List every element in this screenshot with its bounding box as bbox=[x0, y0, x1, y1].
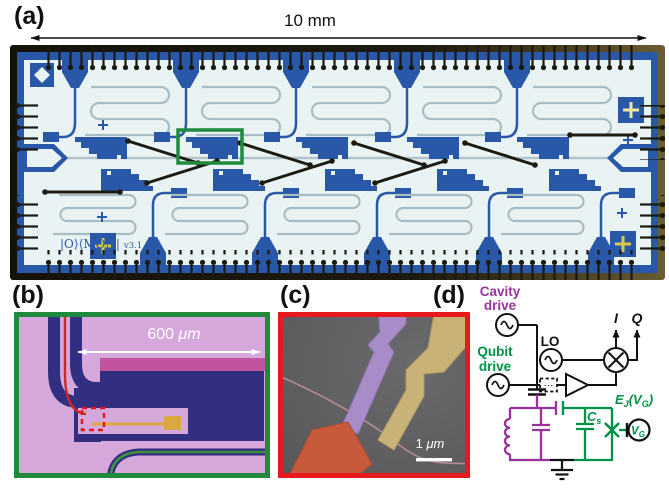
voltage-source-icon: VG bbox=[625, 418, 651, 442]
scale-bar-10mm: 10 mm bbox=[30, 11, 647, 41]
capacitor-icon bbox=[528, 388, 546, 396]
red-dashed-box bbox=[80, 406, 106, 432]
chip-photo: |O⟩⟨MON|v3.1 bbox=[10, 45, 665, 280]
lead-electrode-gold bbox=[377, 312, 470, 451]
chip-substrate bbox=[24, 60, 651, 265]
resonator-cells-bottom bbox=[51, 169, 635, 266]
ej-close: ) bbox=[647, 392, 653, 407]
ej-subscript: J bbox=[624, 399, 630, 409]
qubit-circuit bbox=[561, 401, 626, 462]
lc-resonator bbox=[503, 394, 558, 462]
wiring-black bbox=[509, 324, 617, 389]
crossover-bond-wires bbox=[42, 132, 638, 195]
inductor-icon bbox=[503, 417, 511, 456]
capacitor-icon bbox=[576, 422, 594, 431]
attenuator-icon: ⋯ bbox=[539, 377, 558, 393]
cavity-drive-label: Cavity bbox=[480, 284, 521, 299]
scale-unit: μm bbox=[178, 326, 201, 343]
lo-source-icon bbox=[539, 348, 563, 372]
scale-bar-1um bbox=[416, 458, 452, 462]
ac-source-icon bbox=[486, 373, 510, 397]
vg-subscript: G bbox=[639, 430, 645, 439]
red-border bbox=[278, 312, 470, 478]
chip-version: v3.1 bbox=[123, 241, 142, 251]
panel-a-label: (a) bbox=[14, 2, 45, 30]
green-highlight-box bbox=[176, 128, 244, 165]
capacitor-icon bbox=[532, 423, 550, 432]
ground-icon bbox=[550, 458, 574, 481]
chip-name: |O⟩⟨MON| bbox=[60, 237, 120, 251]
mixer-icon bbox=[603, 347, 629, 373]
panel-c-label: (c) bbox=[280, 281, 311, 309]
josephson-junction-icon bbox=[604, 422, 620, 438]
ac-source-icon bbox=[495, 313, 519, 337]
panel-d-label: (d) bbox=[433, 281, 465, 309]
panel-b-label: (b) bbox=[12, 281, 44, 309]
q-output-arrow bbox=[628, 329, 641, 361]
ej-open: (V bbox=[629, 392, 643, 407]
q-output-label: Q bbox=[632, 310, 643, 326]
circuit-diagram: Cavity drive Qubit drive LO I Q bbox=[477, 284, 653, 481]
ej-symbol: E bbox=[615, 392, 624, 407]
chip-name-text: |O⟩⟨MON|v3.1 bbox=[60, 237, 142, 251]
ej-label: EJ(VG) bbox=[615, 392, 653, 409]
scale-value: 1 bbox=[416, 436, 427, 451]
qubit-drive-label: Qubit bbox=[477, 344, 513, 359]
green-border bbox=[14, 312, 270, 478]
scale-text-10mm: 10 mm bbox=[284, 11, 336, 30]
lo-label: LO bbox=[541, 334, 560, 349]
scale-text-1um: 1 μm bbox=[416, 436, 445, 451]
scale-unit: μm bbox=[425, 436, 444, 451]
cs-symbol: C bbox=[587, 409, 597, 424]
micrograph-b: 600 μm bbox=[14, 312, 270, 478]
amplifier-icon bbox=[565, 372, 591, 398]
cavity-drive-label2: drive bbox=[484, 298, 517, 313]
cs-subscript: s bbox=[596, 416, 601, 426]
lead-electrode-orange bbox=[287, 421, 373, 478]
vg-symbol: V bbox=[631, 426, 640, 438]
qubit-drive-label2: drive bbox=[479, 359, 512, 374]
attenuator-dots: ⋯ bbox=[544, 381, 554, 392]
resonator-strip bbox=[100, 358, 270, 371]
scale-value: 600 bbox=[147, 326, 178, 343]
i-output-label: I bbox=[614, 310, 619, 326]
vg-label: VG bbox=[631, 426, 645, 440]
scale-text-600um: 600 μm bbox=[147, 326, 200, 343]
ej-vsub: G bbox=[642, 399, 649, 409]
sem-image: 1 μm bbox=[278, 312, 470, 478]
bond-wires bbox=[10, 45, 665, 280]
gate-electrode-purple bbox=[341, 312, 407, 435]
cs-label: Cs bbox=[587, 409, 601, 426]
